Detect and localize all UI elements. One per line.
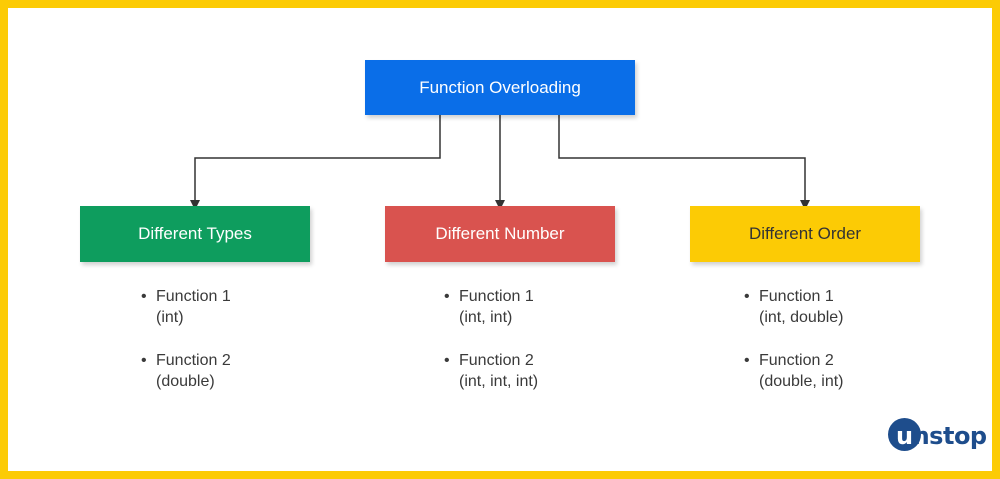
child-node-label: Different Types [138,224,252,243]
child-node-different-number: Different Number [385,206,615,262]
connector-to-different-types [190,115,441,210]
function-name: Function 2 [156,352,231,369]
logo-circle [888,418,921,451]
child-node-label: Different Order [748,224,862,243]
list-item: Function 2 (double, int) [744,350,944,392]
function-name: Function 2 [759,352,834,369]
logo-text: unstop [896,422,987,450]
root-node-label: Function Overloading [419,77,581,97]
list-item: Function 1 (int, int) [444,286,644,328]
list-item: Function 2 (double) [141,350,341,392]
bullet-list-different-number: Function 1 (int, int) Function 2 (int, i… [444,286,644,414]
function-name: Function 1 [759,288,834,305]
function-params: (int, int, int) [459,373,539,390]
root-node-function-overloading: Function Overloading [365,60,635,115]
list-item: Function 1 (int) [141,286,341,328]
function-params: (double, int) [759,373,844,390]
child-node-label: Different Number [435,224,565,243]
child-node-different-types: Different Types [80,206,310,262]
function-params: (double) [156,373,215,390]
list-item: Function 1 (int, double) [744,286,944,328]
bullet-list-different-types: Function 1 (int) Function 2 (double) [141,286,341,414]
function-name: Function 2 [459,352,534,369]
function-params: (int, double) [759,309,844,326]
logo-rest: nstop [912,422,988,450]
connector-to-different-order [558,115,810,210]
function-params: (int, int) [459,309,513,326]
bullet-list-different-order: Function 1 (int, double) Function 2 (dou… [744,286,944,414]
unstop-logo: unstop [888,418,987,454]
child-node-different-order: Different Order [690,206,920,262]
list-item: Function 2 (int, int, int) [444,350,644,392]
logo-first-letter: u [896,422,913,450]
function-name: Function 1 [156,288,231,305]
function-params: (int) [156,309,184,326]
function-name: Function 1 [459,288,534,305]
